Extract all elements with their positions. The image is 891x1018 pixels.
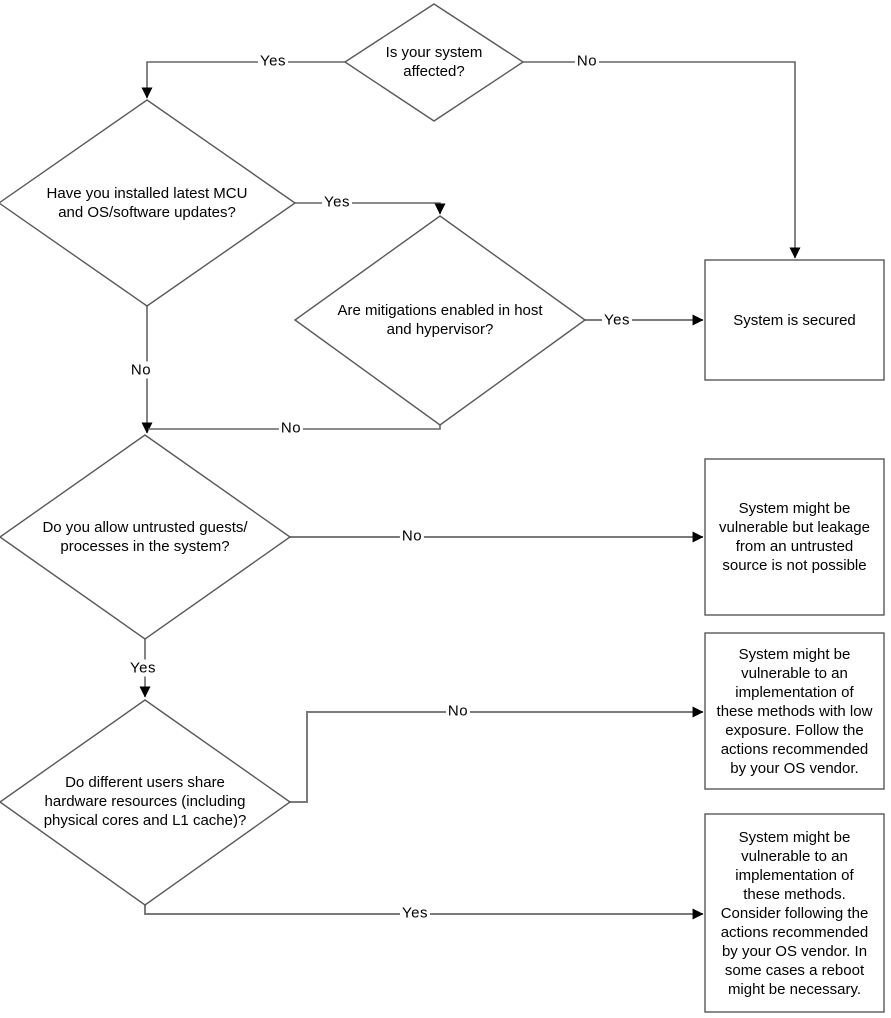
terminal-no-leakage-shape	[704, 458, 885, 616]
edge-updates-yes-line	[295, 202, 446, 215]
decision-affected-label: Is your system affected?	[385, 44, 483, 80]
terminal-secured-shape	[704, 259, 885, 381]
terminal-vulnerable-shape	[704, 813, 885, 1013]
terminal-secured-label: System is secured	[733, 311, 856, 329]
terminal-low-exposure-shape	[704, 632, 885, 790]
terminal-low-exposure-label: System might be vulnerable to an impleme…	[716, 645, 873, 777]
decision-mitigations-shape	[293, 215, 587, 426]
edge-mitigations-no-label: No	[278, 419, 304, 437]
edge-mitigations-no-line	[148, 425, 441, 430]
decision-mitigations-label: Are mitigations enabled in host and hype…	[337, 302, 543, 338]
decision-affected-shape	[343, 3, 525, 122]
edge-untrusted-yes-label: Yes	[128, 659, 158, 677]
decision-sharing-label: Do different users share hardware resour…	[43, 774, 247, 829]
decision-updates-label: Have you installed latest MCU and OS/sof…	[46, 185, 248, 221]
decision-updates-shape	[0, 99, 297, 307]
edge-sharing-no-label: No	[445, 702, 471, 720]
decision-untrusted-label: Do you allow untrusted guests/ processes…	[42, 519, 248, 555]
edge-affected-yes-label: Yes	[258, 52, 288, 70]
edge-sharing-yes-line	[144, 905, 704, 920]
edge-mitigations-yes-label: Yes	[602, 311, 632, 329]
edge-untrusted-no-label: No	[399, 527, 425, 545]
edge-sharing-yes-label: Yes	[400, 904, 430, 922]
edge-updates-yes-label: Yes	[322, 193, 352, 211]
edge-updates-no-label: No	[128, 361, 154, 379]
decision-untrusted-shape	[0, 434, 292, 640]
edge-affected-no-label: No	[574, 52, 600, 70]
edge-affected-yes-line	[141, 61, 345, 99]
edge-affected-no-line	[523, 61, 801, 259]
decision-sharing-shape	[0, 699, 292, 906]
terminal-no-leakage-label: System might be vulnerable but leakage f…	[719, 500, 870, 574]
terminal-vulnerable-label: System might be vulnerable to an impleme…	[720, 828, 869, 998]
edge-sharing-no-line	[290, 706, 704, 803]
